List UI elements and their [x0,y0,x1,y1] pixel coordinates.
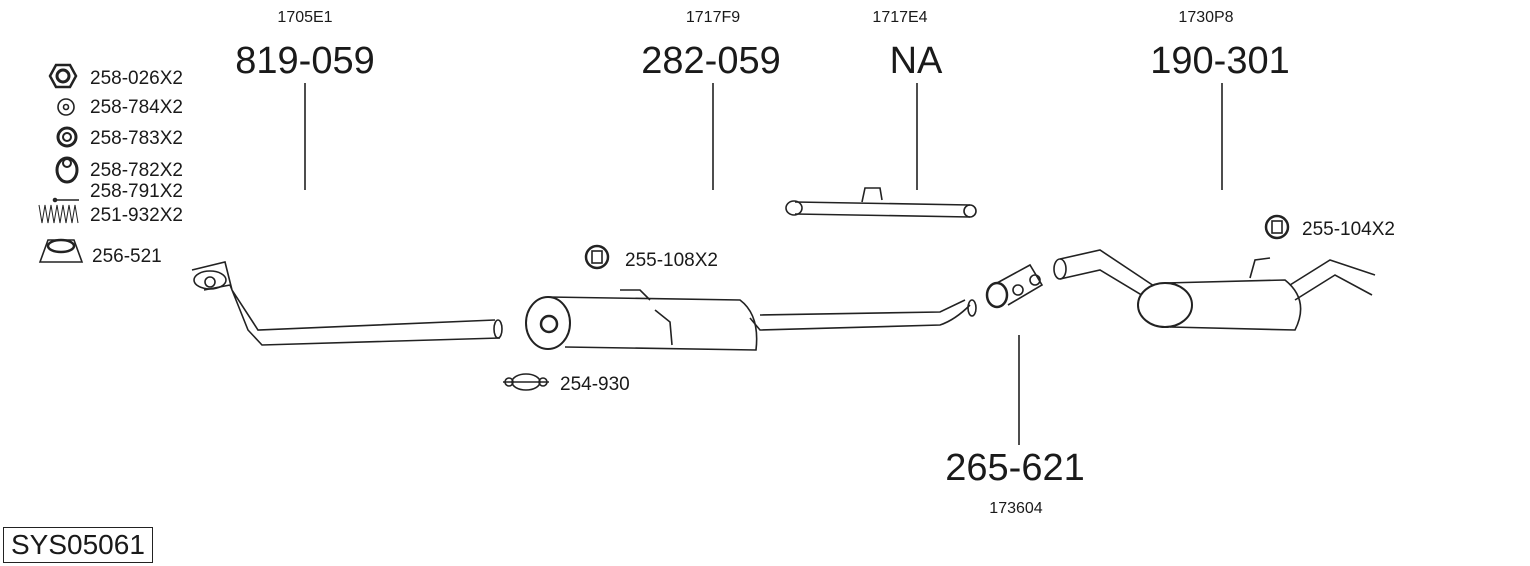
hex-nut-icon [48,63,78,89]
rear-silencer-drawing [1053,249,1376,331]
accessory-label[interactable]: 255-108X2 [625,250,718,271]
part-ref: 1717E4 [872,9,928,26]
part-ref: 1717F9 [685,9,741,26]
accessory-label[interactable]: 258-026X2 [90,68,183,89]
accessory-label[interactable]: 251-932X2 [90,205,183,226]
system-code-box: SYS05061 [3,527,153,563]
rubber-bush-icon [55,156,79,184]
front-pipe-drawing [191,261,503,346]
accessory-label[interactable]: 258-784X2 [90,97,183,118]
connector-sleeve-drawing [985,263,1044,309]
clamp-icon [503,373,549,391]
part-number: NA [889,40,943,82]
rubber-hanger-icon [1264,214,1290,240]
accessory-label[interactable]: 256-521 [92,246,162,267]
sealing-ring-icon [38,238,84,263]
accessory-label[interactable]: 254-930 [560,374,630,395]
spring-icon [38,204,79,224]
centre-silencer-drawing [525,289,977,351]
accessory-label[interactable]: 258-782X2 [90,160,183,181]
rubber-hanger-icon [584,244,610,270]
intermediate-pipe-drawing [785,187,977,218]
part-number[interactable]: 190-301 [1150,40,1290,82]
part-ref: 173604 [989,500,1043,517]
part-number[interactable]: 282-059 [641,40,781,82]
part-ref: 1730P8 [1178,9,1234,26]
part-number[interactable]: 265-621 [945,447,1085,489]
washer-icon [57,98,75,116]
bolt-icon [52,197,79,203]
part-number[interactable]: 819-059 [235,40,375,82]
accessory-label[interactable]: 258-791X2 [90,181,183,202]
rubber-mount-icon [56,126,78,148]
part-ref: 1705E1 [277,9,333,26]
accessory-label[interactable]: 258-783X2 [90,128,183,149]
accessory-label[interactable]: 255-104X2 [1302,219,1395,240]
